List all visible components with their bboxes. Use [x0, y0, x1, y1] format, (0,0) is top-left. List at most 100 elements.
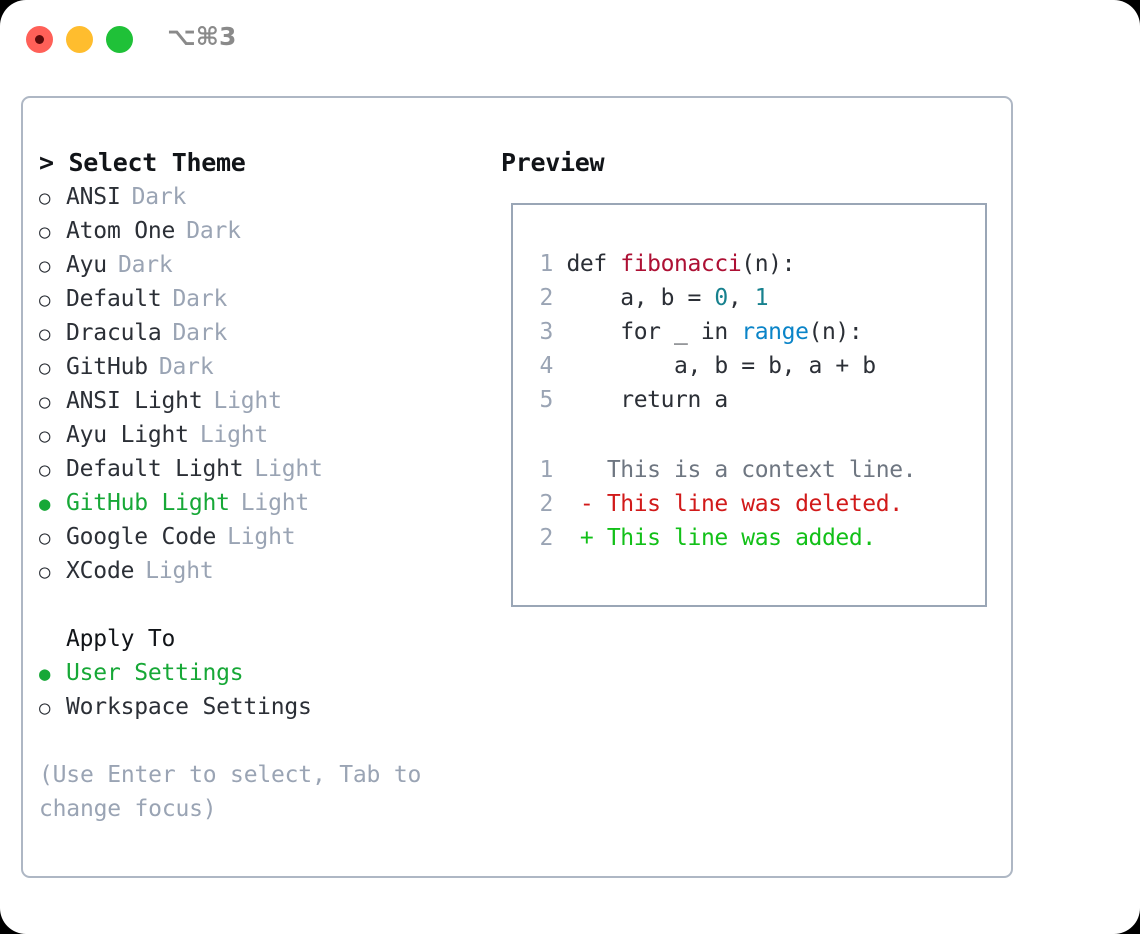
- radio-selected-icon: ●: [39, 493, 51, 515]
- code-token: return a: [566, 387, 728, 413]
- radio-unselected-icon: ○: [39, 697, 51, 719]
- diff-text: This line was deleted.: [606, 491, 903, 517]
- radio-unselected-icon: ○: [39, 221, 51, 243]
- radio-unselected-icon: ○: [39, 425, 51, 447]
- code-line: 5 return a: [531, 383, 876, 417]
- theme-list-item[interactable]: ○ GitHub Dark: [39, 350, 479, 384]
- code-token: a, b = b, a + b: [566, 353, 876, 379]
- maximize-icon[interactable]: [106, 26, 133, 53]
- preview-column: Preview 1 def fibonacci(n):2 a, b = 0, 1…: [501, 146, 991, 607]
- theme-name: Default Light: [66, 456, 244, 482]
- radio-unselected-icon: ○: [39, 527, 51, 549]
- theme-name: Google Code: [66, 524, 217, 550]
- theme-variant-tag: Light: [227, 524, 296, 550]
- theme-variant-tag: Light: [145, 558, 214, 584]
- diff-line: 1 This is a context line.: [531, 453, 917, 487]
- radio-unselected-icon: ○: [39, 187, 51, 209]
- line-number: 1: [539, 457, 554, 483]
- radio-unselected-icon: ○: [39, 561, 51, 583]
- radio-unselected-icon: ○: [39, 459, 51, 481]
- theme-variant-tag: Light: [240, 490, 310, 516]
- apply-to-label: Workspace Settings: [66, 694, 312, 720]
- theme-list-item[interactable]: ○ Ayu Light Light: [39, 418, 479, 452]
- line-number: 4: [539, 353, 554, 379]
- diff-sample: 1 This is a context line.2 - This line w…: [531, 453, 917, 555]
- diff-sign: +: [579, 525, 594, 551]
- code-token: 0: [714, 285, 728, 311]
- theme-name: XCode: [66, 558, 135, 584]
- diff-line: 2 + This line was added.: [531, 521, 916, 555]
- diff-text: This is a context line.: [606, 457, 917, 483]
- apply-to-item[interactable]: ●User Settings: [39, 656, 479, 690]
- traffic-light-controls: [26, 26, 133, 53]
- code-token: ,: [727, 285, 755, 311]
- theme-name: Ayu: [66, 252, 107, 278]
- select-theme-heading: > Select Theme: [39, 148, 246, 177]
- code-token: (n):: [808, 319, 863, 345]
- close-icon[interactable]: [26, 26, 53, 53]
- theme-variant-tag: Dark: [172, 320, 228, 346]
- line-number: 1: [539, 251, 554, 277]
- apply-to-item[interactable]: ○ Workspace Settings: [39, 690, 479, 724]
- theme-list-item[interactable]: ○ XCode Light: [39, 554, 479, 588]
- minimize-icon[interactable]: [66, 26, 93, 53]
- radio-unselected-icon: ○: [39, 357, 51, 379]
- title-bar: ⌥⌘3: [0, 0, 1140, 78]
- code-line: 1 def fibonacci(n):: [531, 247, 876, 281]
- line-number: 2: [539, 525, 554, 551]
- keyboard-hint-text: (Use Enter to select, Tab to change focu…: [39, 762, 435, 822]
- line-number: 5: [539, 387, 554, 413]
- diff-sign: -: [579, 491, 594, 517]
- keyboard-shortcut-label: ⌥⌘3: [167, 22, 237, 51]
- theme-list-item[interactable]: ○ Default Light Light: [39, 452, 479, 486]
- line-number: 3: [539, 319, 554, 345]
- preview-heading: Preview: [501, 148, 605, 177]
- theme-variant-tag: Light: [213, 388, 282, 414]
- diff-sign: [580, 457, 593, 483]
- code-token: 1: [754, 285, 769, 311]
- theme-name: GitHub: [66, 354, 148, 380]
- theme-variant-tag: Dark: [117, 252, 173, 278]
- code-line: 4 a, b = b, a + b: [531, 349, 877, 383]
- code-token: range: [741, 319, 809, 345]
- code-token: a, b =: [566, 285, 715, 311]
- theme-list-item[interactable]: ○ Ayu Dark: [39, 248, 479, 282]
- theme-name: Default: [66, 286, 162, 312]
- theme-name: ANSI Light: [66, 388, 203, 414]
- line-number: 2: [539, 491, 554, 517]
- line-number: 2: [539, 285, 554, 311]
- theme-name: GitHub Light: [66, 490, 230, 516]
- radio-unselected-icon: ○: [39, 289, 51, 311]
- radio-selected-icon: ●: [39, 663, 51, 685]
- code-token: for _ in: [566, 319, 742, 345]
- apply-to-list[interactable]: ●User Settings ○ Workspace Settings: [39, 656, 479, 724]
- theme-name: Dracula: [66, 320, 162, 346]
- theme-variant-tag: Dark: [186, 218, 241, 244]
- diff-text: This line was added.: [606, 525, 876, 551]
- code-token: fibonacci: [620, 251, 742, 277]
- theme-name: Ayu Light: [66, 422, 189, 448]
- theme-list-item[interactable]: ○ Default Dark: [39, 282, 479, 316]
- code-line: 2 a, b = 0, 1: [531, 281, 876, 315]
- section-spacer: [39, 588, 479, 622]
- theme-variant-tag: Dark: [172, 286, 228, 312]
- theme-variant-tag: Light: [254, 456, 323, 482]
- theme-variant-tag: Dark: [158, 354, 214, 380]
- apply-to-heading: Apply To: [66, 626, 176, 652]
- diff-line: 2 - This line was deleted.: [531, 487, 916, 521]
- radio-unselected-icon: ○: [39, 255, 51, 277]
- theme-list-item[interactable]: ○ Google Code Light: [39, 520, 479, 554]
- theme-variant-tag: Light: [199, 422, 269, 448]
- theme-variant-tag: Dark: [131, 184, 187, 210]
- theme-list-item[interactable]: ● GitHub Light Light: [39, 486, 479, 520]
